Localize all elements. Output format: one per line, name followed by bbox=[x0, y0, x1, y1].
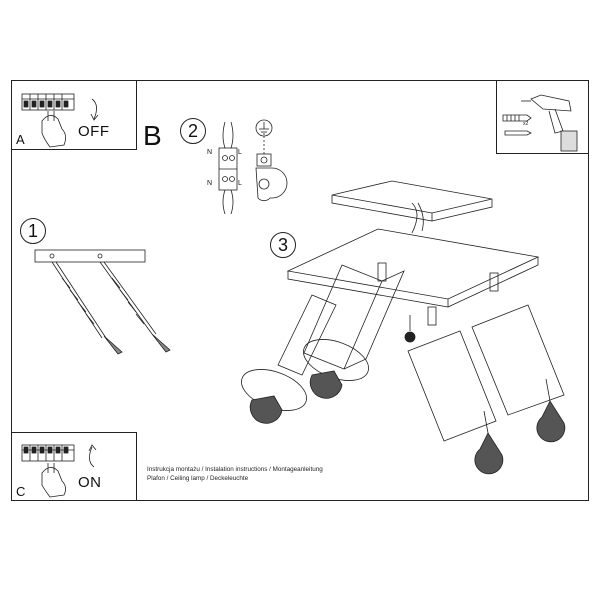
on-label: ON bbox=[78, 474, 102, 491]
step-2-marker: 2 bbox=[180, 118, 206, 144]
drill-count: x2 bbox=[523, 121, 529, 127]
step-1-marker: 1 bbox=[20, 218, 46, 244]
section-b-label: B bbox=[143, 120, 162, 151]
circuit-breaker-on-icon bbox=[21, 444, 97, 498]
caption-line-1: Instrukcja montażu / Instalation instruc… bbox=[147, 466, 323, 473]
caption-line-2: Plafon / Ceiling lamp / Deckeleuchte bbox=[147, 475, 249, 482]
off-label: OFF bbox=[78, 123, 110, 140]
step-c-panel: C ON bbox=[11, 432, 137, 501]
terminal-block-diagram bbox=[218, 121, 238, 215]
step-1-ceiling-mount-drawing bbox=[34, 249, 171, 355]
drill-panel: x2 bbox=[496, 80, 589, 154]
step-3-lamp-assembly-drawing bbox=[241, 180, 566, 475]
label-c: C bbox=[16, 484, 26, 499]
wire-l-bottom: L bbox=[238, 180, 242, 187]
circuit-breaker-off-icon bbox=[21, 93, 99, 148]
step-a-panel: A OFF bbox=[11, 80, 137, 150]
wire-n-bottom: N bbox=[207, 180, 213, 187]
wire-n-top: N bbox=[207, 149, 213, 156]
wire-l-top: L bbox=[238, 149, 242, 156]
instruction-frame bbox=[11, 80, 589, 501]
drill-icon bbox=[502, 94, 578, 152]
step-3-marker: 3 bbox=[270, 232, 296, 258]
ground-symbol-icon bbox=[255, 119, 288, 202]
label-a: A bbox=[16, 132, 25, 147]
